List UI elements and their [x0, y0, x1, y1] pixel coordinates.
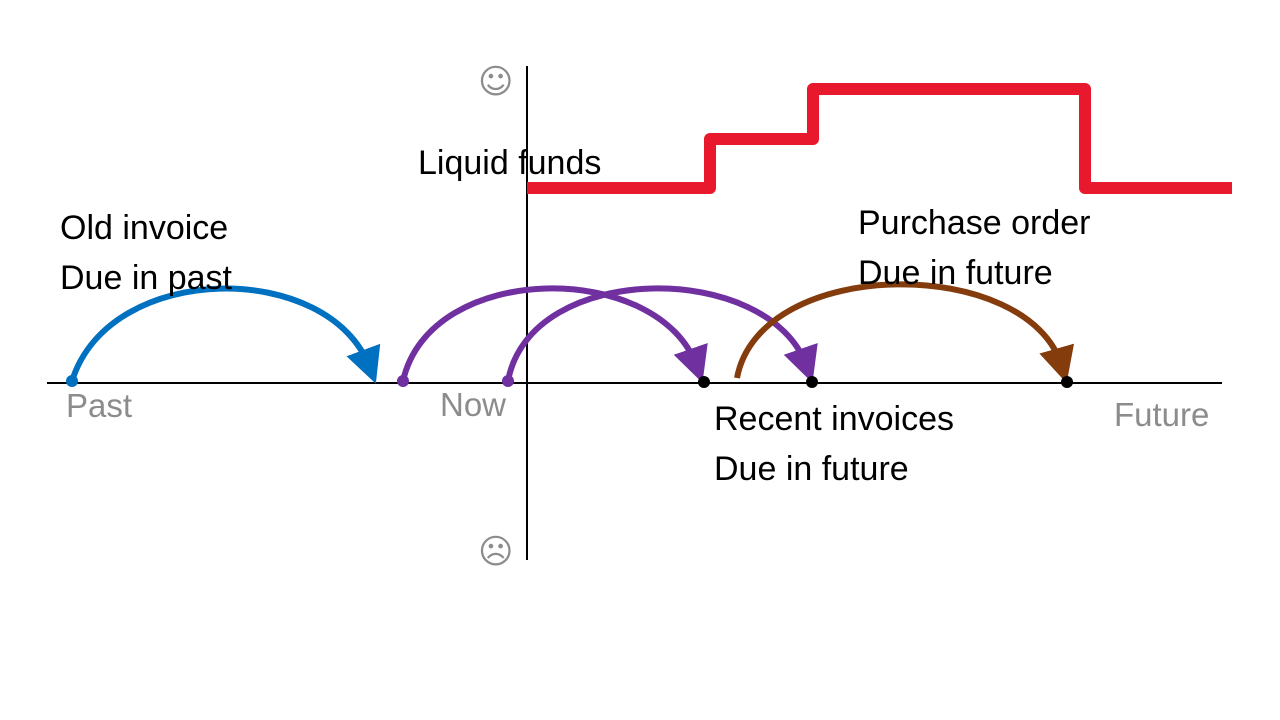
- smiley-face-icon: ☺: [478, 62, 514, 102]
- old-invoice-due-label: Due in past: [60, 259, 232, 297]
- recent-invoice-1-start-point: [397, 375, 409, 387]
- old-invoice-arrow: [69, 285, 381, 384]
- purchase-order-label: Purchase order: [858, 204, 1091, 242]
- liquid-funds-line: [527, 83, 1232, 194]
- frowning-face-icon: ☹: [478, 532, 514, 572]
- recent-invoices-due-label: Due in future: [714, 450, 909, 488]
- recent-invoice-2-start-point: [502, 375, 514, 387]
- liquid-funds-label: Liquid funds: [418, 144, 602, 182]
- recent-invoices-label: Recent invoices: [714, 400, 955, 438]
- old-invoice-start-point: [66, 375, 78, 387]
- old-invoice-label: Old invoice: [60, 209, 229, 247]
- recent-invoice-2-due-point: [806, 376, 818, 388]
- purchase-order-due-point: [1061, 376, 1073, 388]
- axis-label-now: Now: [440, 386, 507, 423]
- axis-label-past: Past: [66, 387, 133, 424]
- recent-invoice-1-due-point: [698, 376, 710, 388]
- recent-invoice-arrow-2: [505, 285, 818, 383]
- axis-label-future: Future: [1114, 396, 1210, 433]
- purchase-order-arrow: [734, 281, 1074, 384]
- recent-invoice-arrow-1: [400, 285, 708, 383]
- purchase-order-due-label: Due in future: [858, 254, 1053, 292]
